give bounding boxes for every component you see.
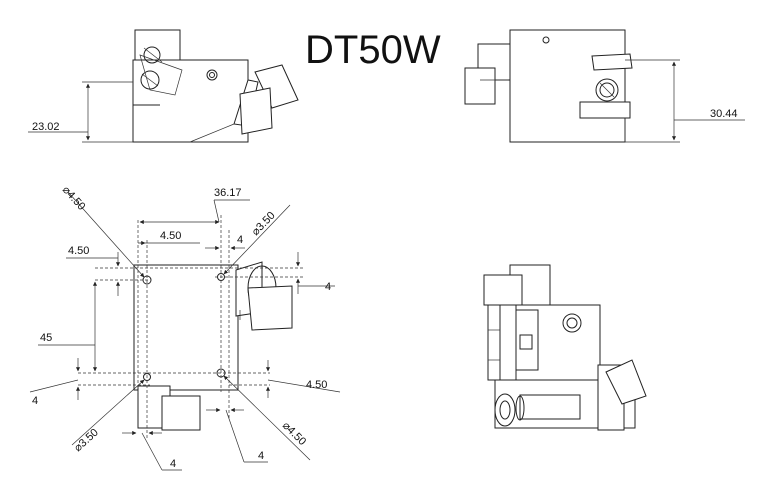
front-view — [464, 29, 633, 143]
front-height-dim: 30.44 — [625, 59, 745, 143]
hole-offset-bottom-left-y-dim: 4 — [29, 358, 81, 407]
hole-dia-bottom-right-label: ⌀4.50 — [280, 420, 308, 448]
hole-dia-bottom-left-label: ⌀3.50 — [72, 427, 101, 455]
front-height-label: 30.44 — [710, 108, 738, 120]
hole-spacing-width-label: 36.17 — [214, 187, 242, 199]
hole-spacing-width-dim: 36.17 — [139, 187, 250, 225]
side-height-dim: 23.02 — [28, 81, 133, 143]
mounting-holes — [142, 273, 226, 381]
hole-dia-bottom-right-dim: ⌀4.50 — [223, 375, 311, 461]
hole-offset-bottom-right-y-label: 4.50 — [306, 379, 327, 391]
side-view — [132, 29, 299, 143]
hole-offset-top-x-label: 4.50 — [160, 230, 181, 242]
hole-offset-top-right-x-label: 4 — [237, 234, 243, 246]
side-height-label: 23.02 — [32, 121, 60, 133]
hole-offset-top-left-y-label: 4.50 — [68, 245, 89, 257]
hole-dia-bottom-left-dim: ⌀3.50 — [71, 379, 145, 455]
hole-offset-bottom-left-x-label: 4 — [170, 458, 176, 470]
hole-offset-right-y-dim: 4 — [295, 252, 335, 294]
hole-offset-top-left-y-dim: 4.50 — [66, 245, 121, 296]
hole-dia-top-left-label: ⌀4.50 — [60, 184, 88, 213]
hole-spacing-height-label: 45 — [40, 332, 52, 344]
hole-offset-bottom-right-x-dim: 4 — [206, 407, 268, 463]
extension-lines — [78, 215, 305, 440]
hole-offset-top-x-dim: 4.50 — [138, 230, 200, 246]
hole-dia-top-left-dim: ⌀4.50 — [60, 184, 145, 278]
hole-dia-top-right-label: ⌀3.50 — [250, 210, 278, 239]
hole-offset-bottom-left-y-label: 4 — [32, 395, 38, 407]
hole-offset-bottom-right-y-dim: 4.50 — [229, 360, 341, 398]
hole-offset-bottom-left-x-dim: 4 — [122, 430, 182, 471]
base-outline — [133, 261, 293, 431]
model-title: DT50W — [305, 28, 441, 72]
hole-spacing-height-dim: 45 — [38, 281, 98, 372]
hole-offset-right-y-label: 4 — [325, 281, 331, 293]
hole-offset-top-right-x-dim: 4 — [205, 234, 245, 251]
hole-offset-bottom-right-x-label: 4 — [258, 450, 264, 462]
rear-view — [483, 264, 647, 431]
